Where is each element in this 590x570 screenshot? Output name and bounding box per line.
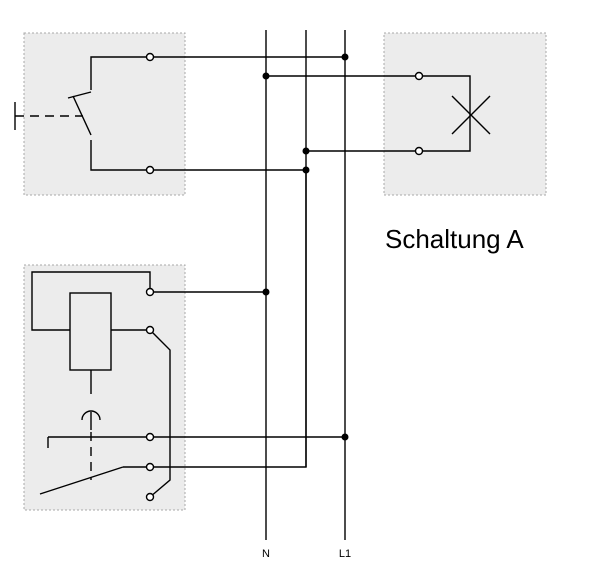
terminal	[145, 287, 155, 297]
push-button-switch	[14, 56, 150, 171]
relay-box	[23, 264, 186, 511]
relay	[31, 271, 171, 498]
junction-node	[302, 147, 310, 155]
terminal	[145, 432, 155, 442]
terminal	[414, 146, 424, 156]
terminal	[145, 165, 155, 175]
junction-node	[341, 53, 349, 61]
junction-node	[341, 433, 349, 441]
lamp-box	[383, 32, 547, 196]
switch-box	[23, 32, 186, 196]
terminal	[414, 71, 424, 81]
terminal	[145, 492, 155, 502]
neutral-label: N	[262, 548, 270, 560]
terminal	[145, 52, 155, 62]
junction-node	[302, 166, 310, 174]
diagram-title: Schaltung A	[385, 224, 524, 254]
lamp	[419, 75, 491, 152]
terminal	[145, 325, 155, 335]
terminal	[145, 462, 155, 472]
junction-node	[262, 288, 270, 296]
junction-node	[262, 72, 270, 80]
phase-label: L1	[339, 548, 351, 560]
wire-relay-to-switched	[150, 170, 307, 468]
